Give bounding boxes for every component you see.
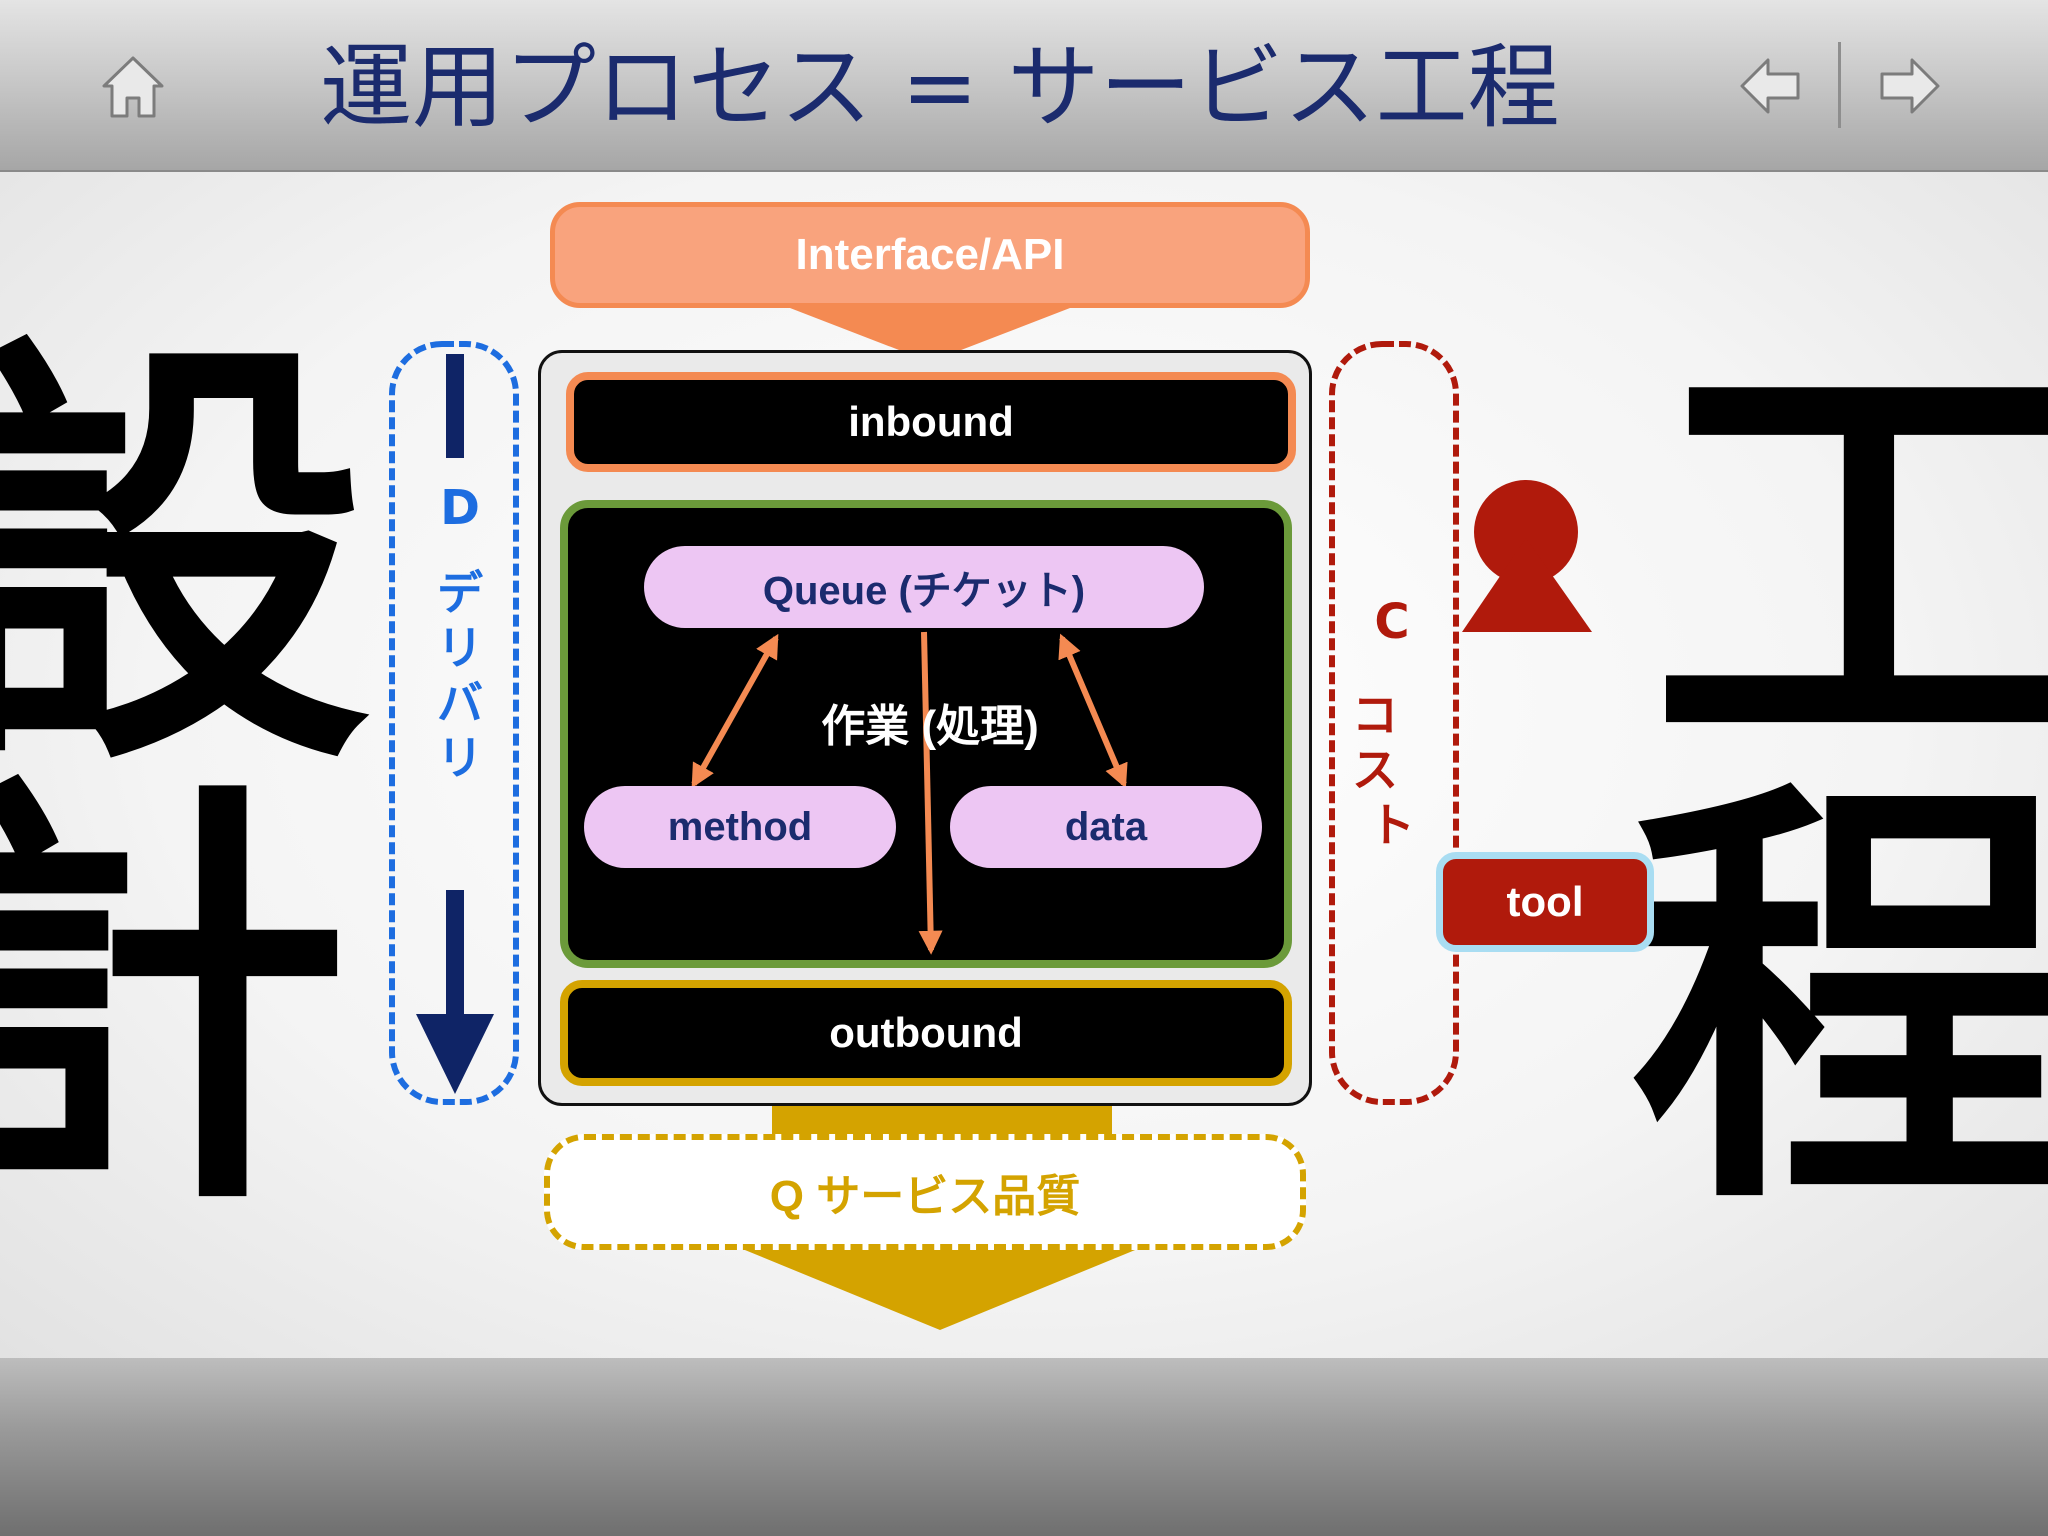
work-label: 作業 (処理) xyxy=(821,702,1039,751)
method-pill: method xyxy=(584,786,896,868)
delivery-arrow-top xyxy=(446,354,464,458)
inbound-box: inbound xyxy=(566,372,1296,472)
delivery-text-char: デ xyxy=(437,565,483,620)
big-character-left-bottom: 計 xyxy=(0,746,350,1258)
delivery-text-char: リ xyxy=(437,731,483,786)
tool-box: tool xyxy=(1436,852,1654,952)
cost-text-line: ト xyxy=(1369,797,1415,852)
delivery-frame xyxy=(389,341,519,1105)
arrow-left-icon[interactable] xyxy=(1738,56,1802,116)
interface-api-box: Interface/API xyxy=(550,202,1310,308)
delivery-label: D デ リ バ リ xyxy=(420,480,500,786)
delivery-letter: D xyxy=(440,480,480,536)
delivery-arrow-shaft xyxy=(446,890,464,1020)
cost-text-line: コス xyxy=(1352,687,1398,797)
person-icon-head xyxy=(1474,480,1578,584)
quality-arrow-head xyxy=(740,1248,1140,1330)
cost-letter: C xyxy=(1374,594,1410,650)
queue-data-arrow xyxy=(1058,633,1128,789)
queue-ticket-pill: Queue (チケット) xyxy=(644,546,1204,628)
delivery-text-char: リ xyxy=(437,620,483,675)
header-bar xyxy=(0,0,2048,172)
big-character-right-bottom: 程 xyxy=(1630,746,2048,1258)
delivery-text-char: バ xyxy=(437,675,483,730)
person-icon-body xyxy=(1462,538,1592,632)
page-title: 運用プロセス = サービス工程 xyxy=(320,34,1560,141)
home-icon[interactable] xyxy=(100,54,166,120)
footer-bar xyxy=(0,1358,2048,1536)
service-quality-box: Q サービス品質 xyxy=(544,1134,1306,1250)
delivery-arrow-head xyxy=(416,1014,494,1094)
big-character-right-top: 工 xyxy=(1650,306,2048,818)
interface-arrow xyxy=(790,308,1070,362)
cost-frame xyxy=(1329,341,1459,1105)
cost-label: C コス ト xyxy=(1352,594,1432,853)
queue-method-arrow xyxy=(691,633,779,789)
nav-divider xyxy=(1838,42,1841,128)
arrow-right-icon[interactable] xyxy=(1878,56,1942,116)
outbound-box: outbound xyxy=(560,980,1292,1086)
data-pill: data xyxy=(950,786,1262,868)
big-character-left-top: 設 xyxy=(0,306,370,818)
queue-outbound-arrow xyxy=(918,631,943,955)
